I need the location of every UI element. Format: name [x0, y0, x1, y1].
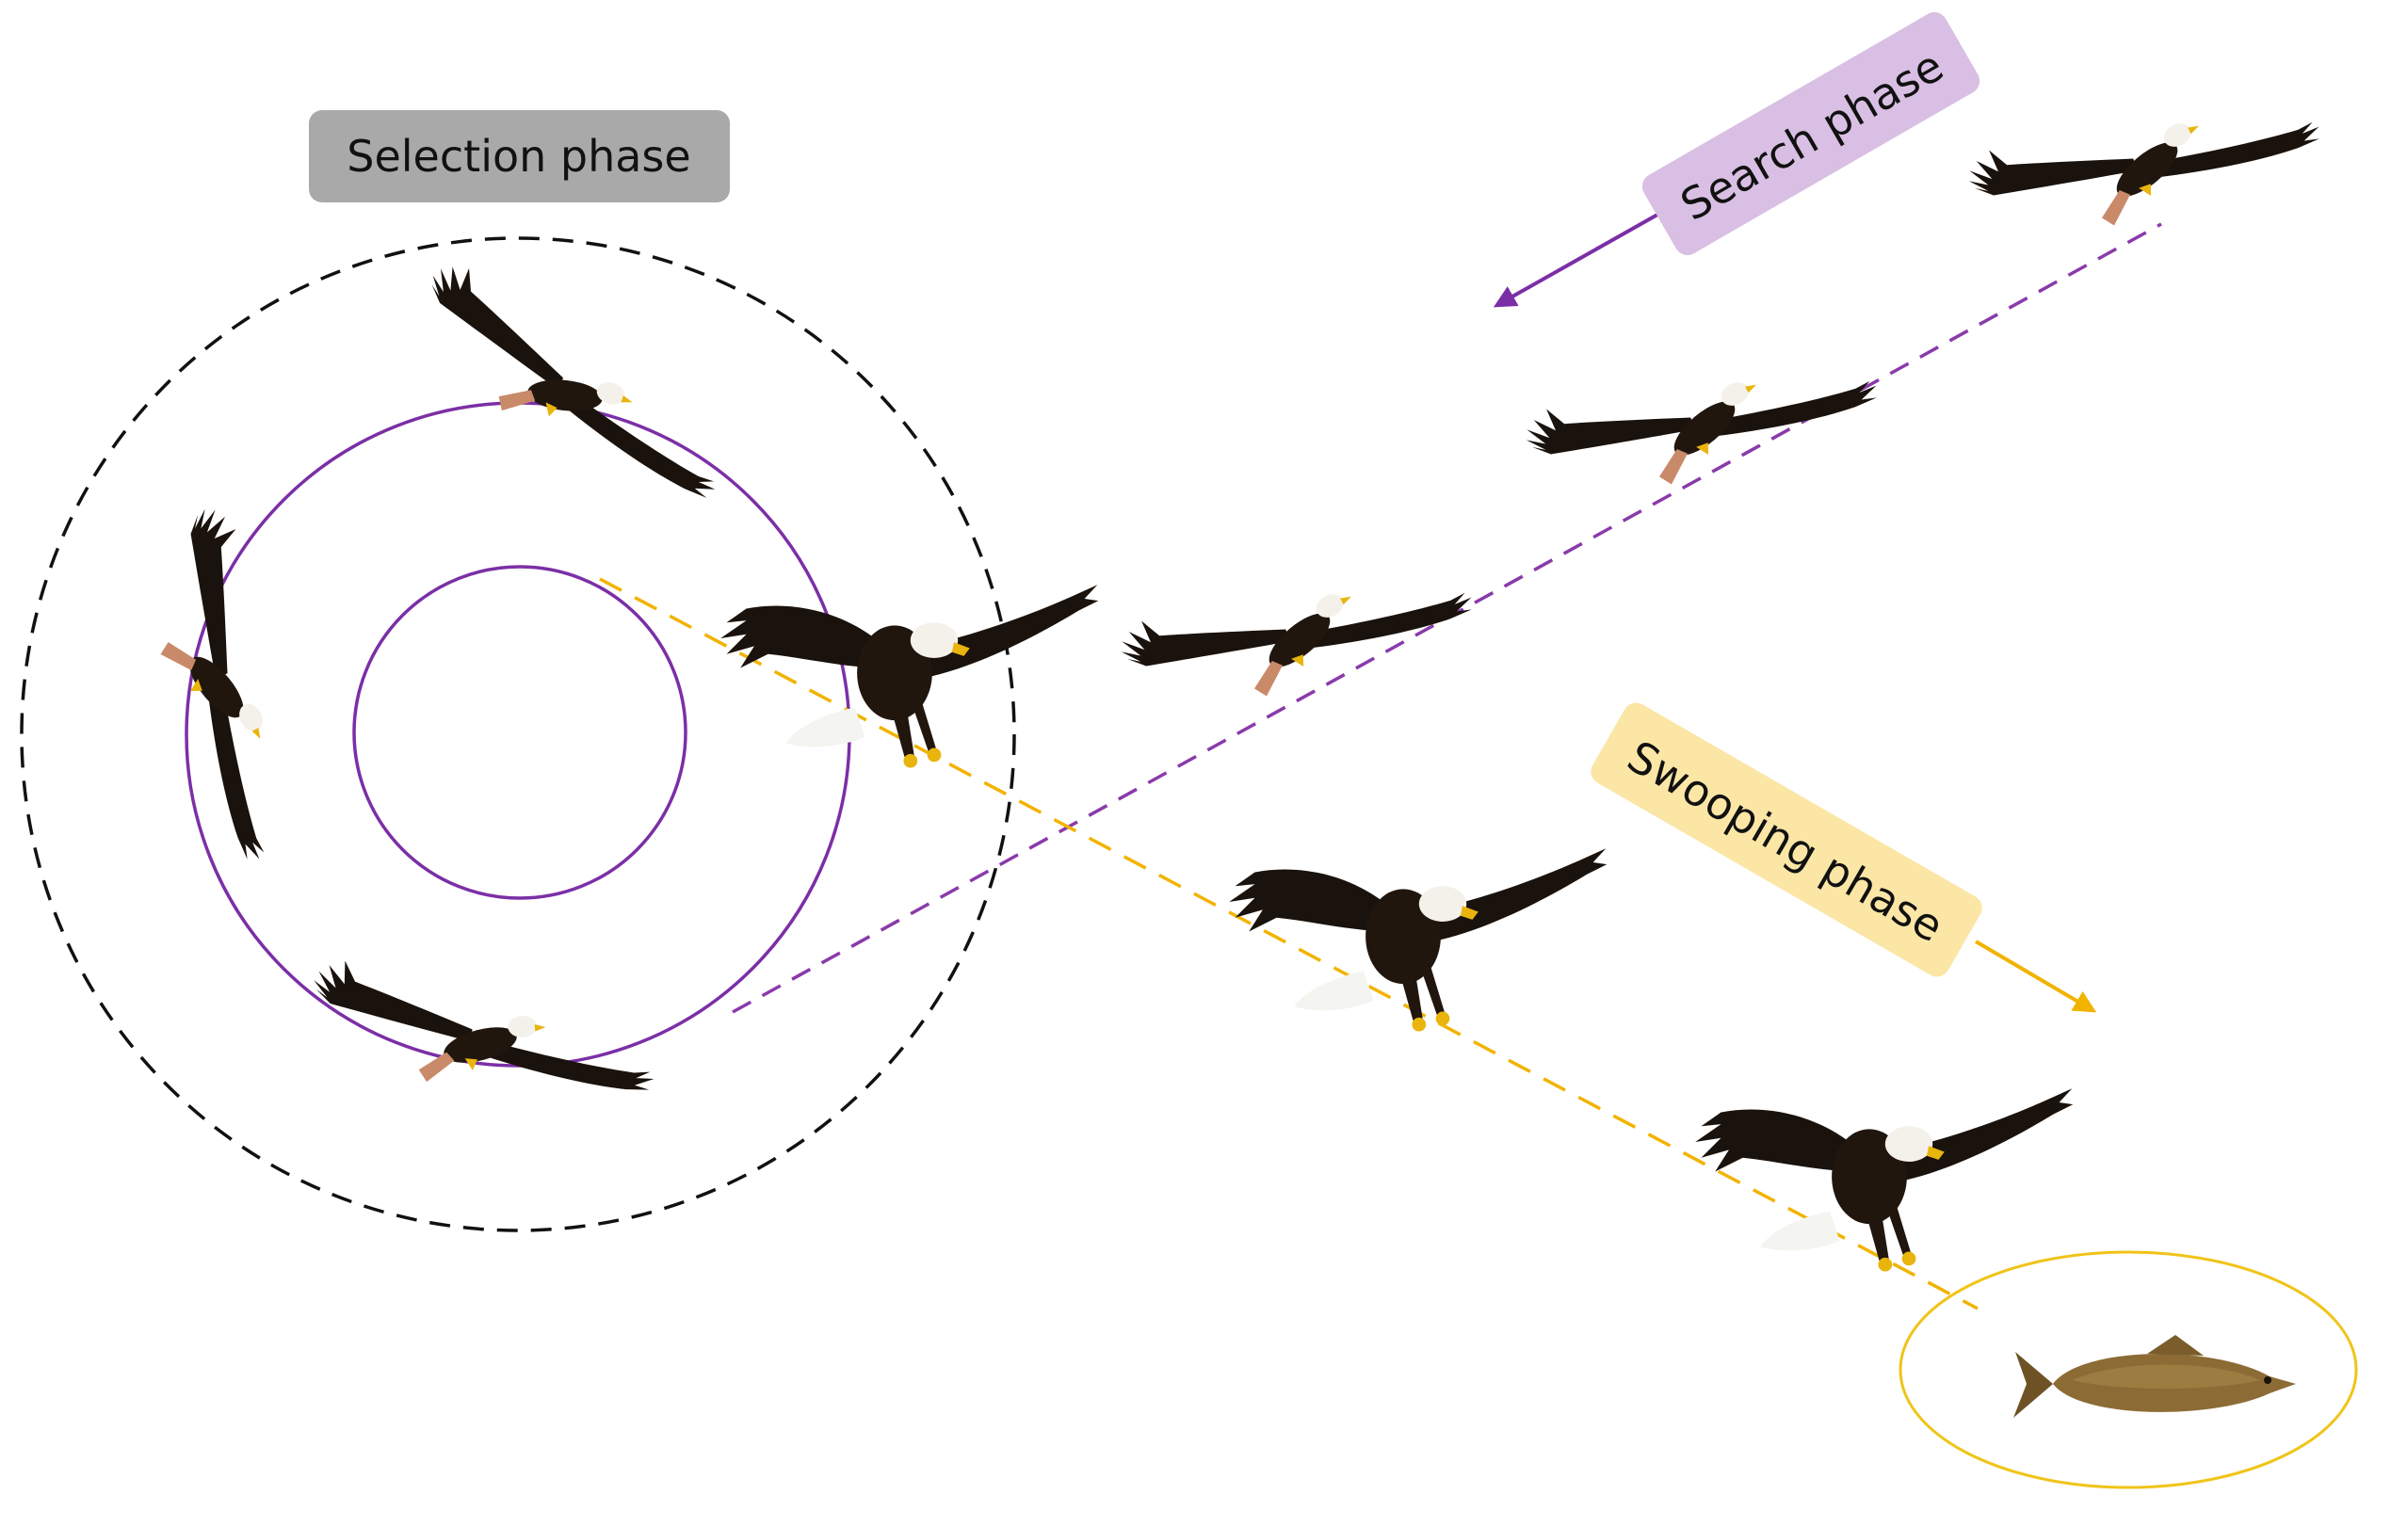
swooping-phase-text: Swooping phase — [1619, 731, 1951, 952]
eagle-icon-swoop-1 — [720, 585, 1099, 768]
fish-icon — [2013, 1335, 2296, 1418]
eagle-icon-bottom — [313, 944, 655, 1107]
eagle-icon-left — [92, 500, 379, 864]
eagle-icon-swoop-3 — [1695, 1088, 2074, 1272]
eagle-icon-search-1 — [1112, 478, 1477, 764]
search-direction-arrow — [1493, 213, 1658, 308]
swooping-phase-label: Swooping phase — [1591, 702, 1982, 977]
eagle-icon-search-3 — [1960, 8, 2324, 294]
prey-ellipse — [1899, 1250, 2358, 1489]
outer-orbit-circle — [185, 401, 851, 1068]
search-phase-label: Search phase — [1641, 12, 1980, 255]
eagle-icon-swoop-2 — [1229, 848, 1608, 1032]
eagle-icon-top — [393, 258, 757, 500]
swoop-direction-arrow — [1974, 940, 2097, 1013]
eagle-icon-search-2 — [1517, 266, 1882, 553]
selection-boundary-circle — [20, 236, 1016, 1232]
inner-orbit-circle — [352, 565, 687, 900]
search-phase-text: Search phase — [1673, 40, 1952, 230]
selection-phase-text: Selection phase — [347, 131, 690, 182]
selection-phase-label: Selection phase — [309, 110, 730, 202]
swoop-path-line — [599, 577, 1979, 1310]
